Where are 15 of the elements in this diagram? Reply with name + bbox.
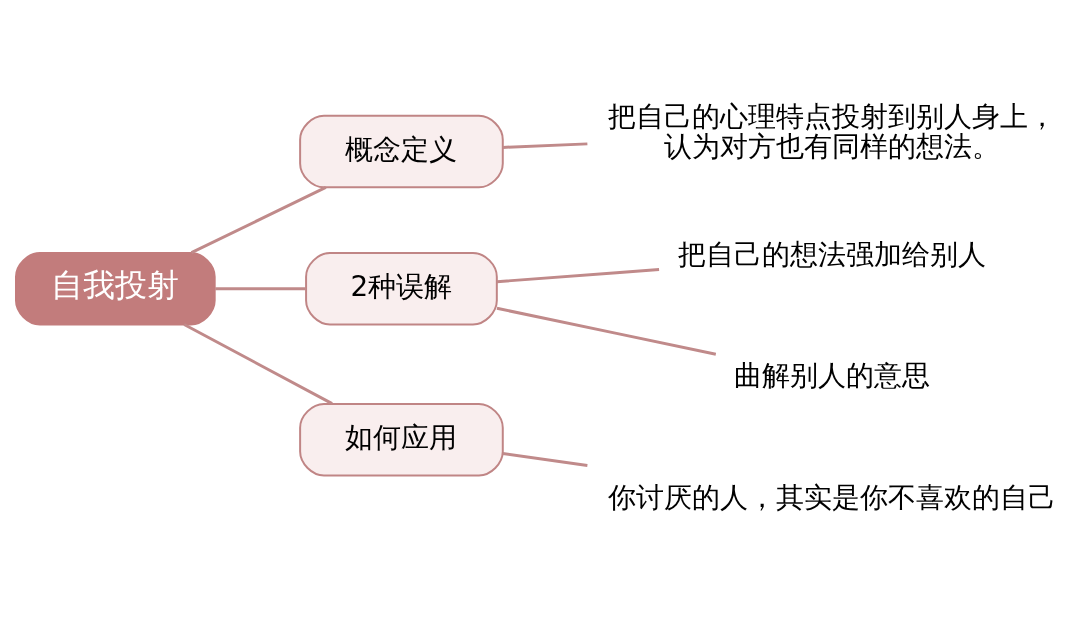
node-text: 曲解别人的意思 xyxy=(733,358,930,392)
connector xyxy=(215,286,306,290)
node-box: 2种误解 xyxy=(305,251,498,325)
connector xyxy=(502,451,588,467)
node-text: 你讨厌的人，其实是你不喜欢的自己 xyxy=(607,480,1056,514)
connector xyxy=(190,185,327,254)
connector xyxy=(502,141,588,149)
node-text: 把自己的想法强加给别人 xyxy=(677,237,986,271)
connector xyxy=(496,306,717,356)
node-box: 自我投射 xyxy=(15,251,216,325)
node-text: 把自己的心理特点投射到别人身上，认为对方也有同样的想法。 xyxy=(607,99,1056,163)
node-box: 如何应用 xyxy=(299,402,504,476)
node-box: 概念定义 xyxy=(299,114,504,188)
connector xyxy=(496,267,660,283)
connector xyxy=(183,322,333,405)
